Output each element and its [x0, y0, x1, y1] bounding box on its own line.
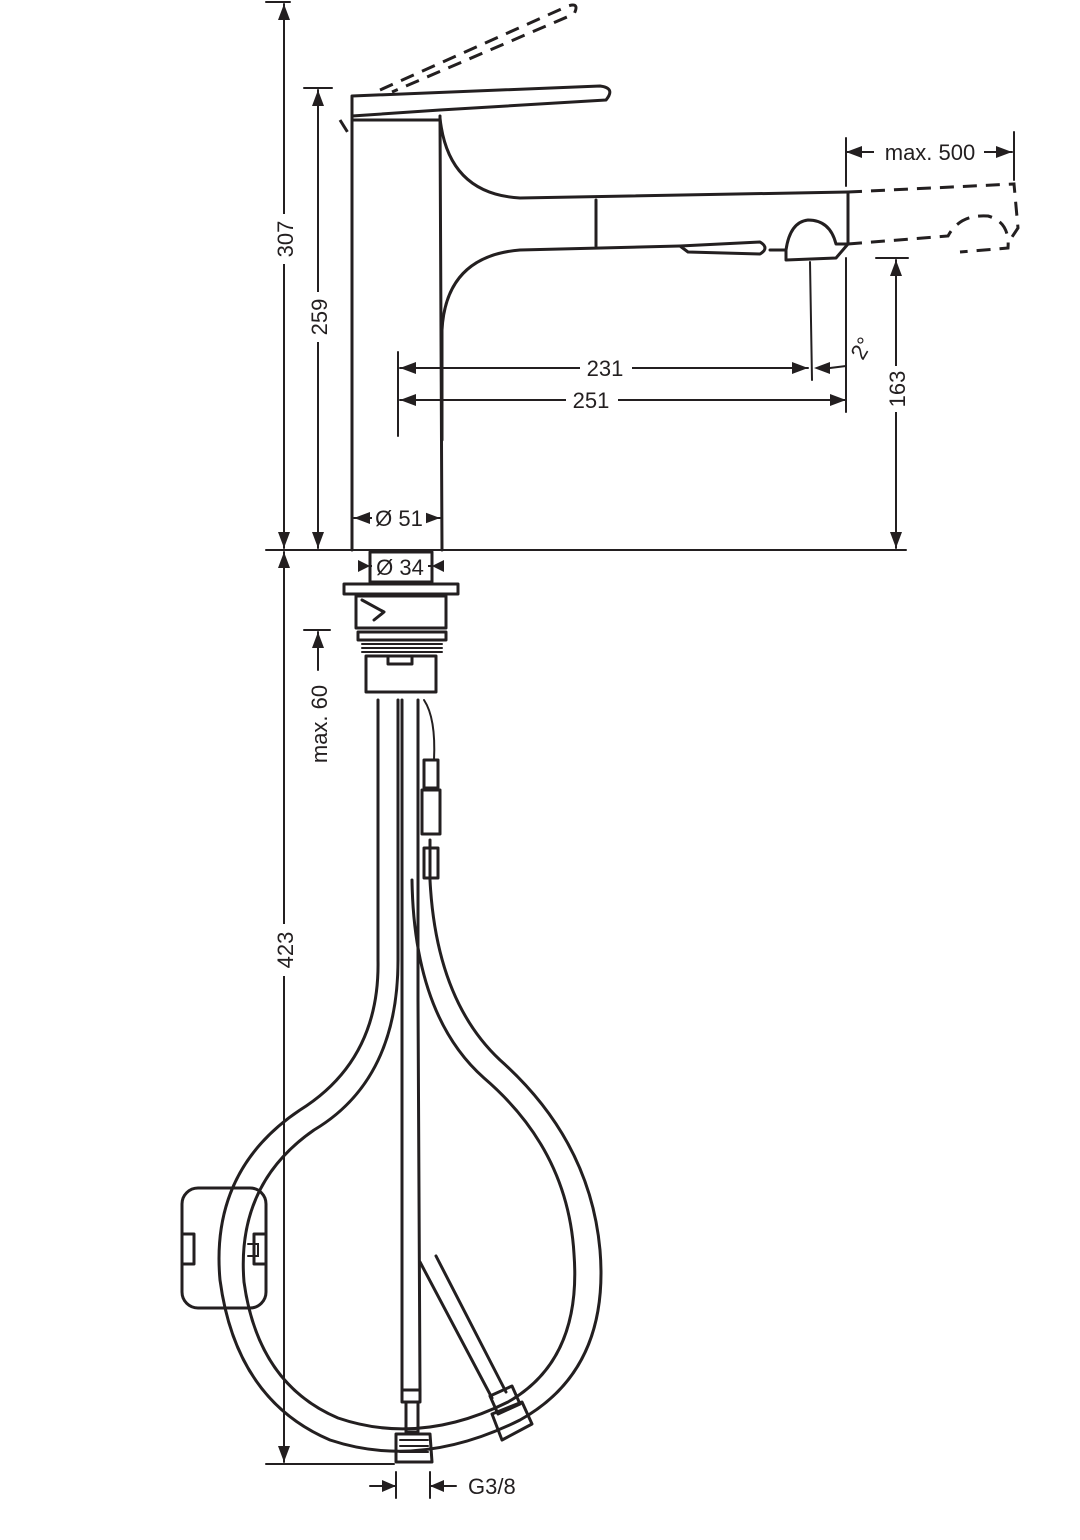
dim-angle: 2° — [845, 333, 877, 364]
dim-pullout-max: max. 500 — [885, 140, 976, 165]
dimension-lines — [265, 1, 1015, 1499]
dim-shank-diameter: Ø 34 — [376, 555, 424, 580]
dim-outlet-height: 163 — [885, 371, 910, 408]
dim-body-diameter: Ø 51 — [375, 506, 423, 531]
dim-connection-thread: G3/8 — [468, 1474, 516, 1499]
hoses — [180, 698, 603, 1464]
dim-spout-reach-short: 231 — [587, 356, 624, 381]
dim-spout-reach-long: 251 — [573, 388, 610, 413]
dim-countertop-max: max. 60 — [307, 685, 332, 763]
dim-height-handle: 259 — [307, 299, 332, 336]
dim-height-total: 307 — [273, 221, 298, 258]
hose-weight — [420, 788, 442, 836]
alternate-positions-dashed — [338, 3, 1020, 254]
dim-below-counter: 423 — [273, 932, 298, 969]
